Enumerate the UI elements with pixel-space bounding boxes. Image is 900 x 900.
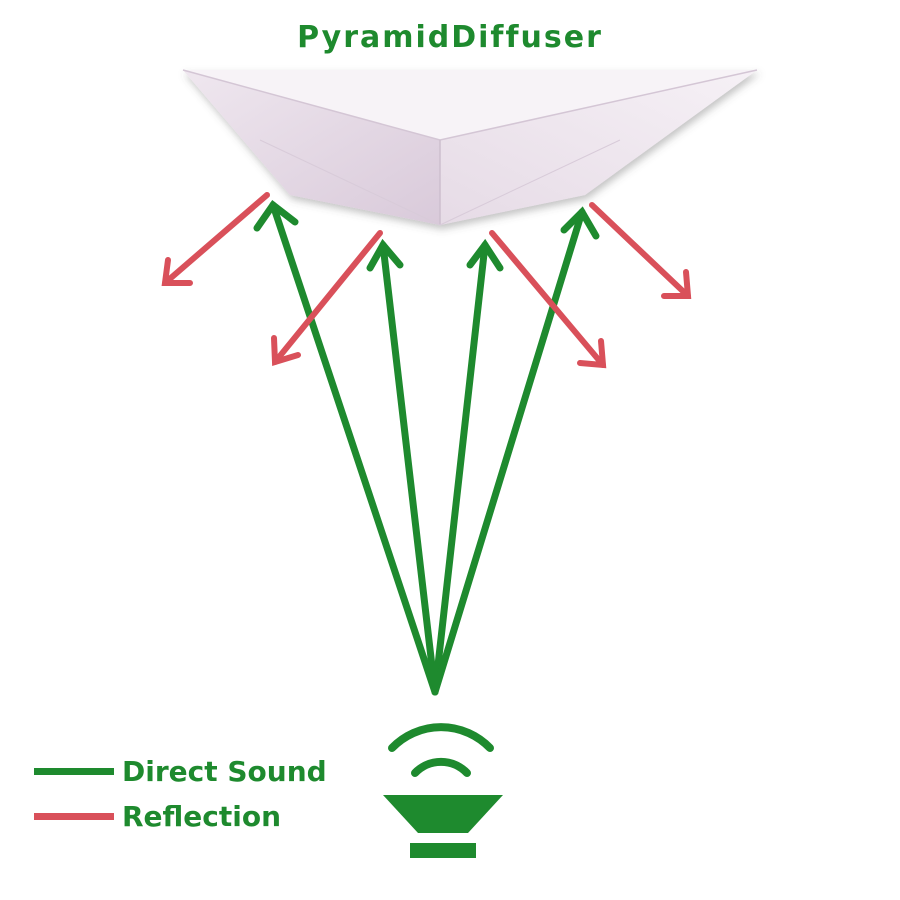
reflection-arrows: [161, 192, 692, 369]
diagram-title: PyramidDiffuser: [297, 20, 603, 55]
direct-sound-arrow-4: [431, 206, 600, 696]
reflection-arrow-4: [589, 202, 692, 299]
speaker-icon: [383, 723, 503, 858]
direct-sound-arrows: [253, 199, 600, 696]
direct-sound-arrow-3: [431, 238, 504, 696]
reflection-arrow-1: [161, 192, 270, 286]
legend-label-direct-sound: Direct Sound: [122, 754, 327, 788]
direct-sound-arrow-2: [366, 238, 439, 696]
direct-sound-arrow-1: [253, 199, 439, 696]
legend-item-reflection: Reflection: [34, 796, 281, 836]
legend-label-reflection: Reflection: [122, 799, 282, 833]
legend-swatch-direct-sound: [34, 767, 114, 775]
legend-swatch-reflection: [34, 812, 114, 820]
reflection-arrow-2: [271, 230, 383, 366]
pyramid-diffuser-panel: [182, 69, 758, 226]
legend-item-direct-sound: Direct Sound: [34, 751, 327, 791]
reflection-arrow-3: [489, 230, 607, 369]
